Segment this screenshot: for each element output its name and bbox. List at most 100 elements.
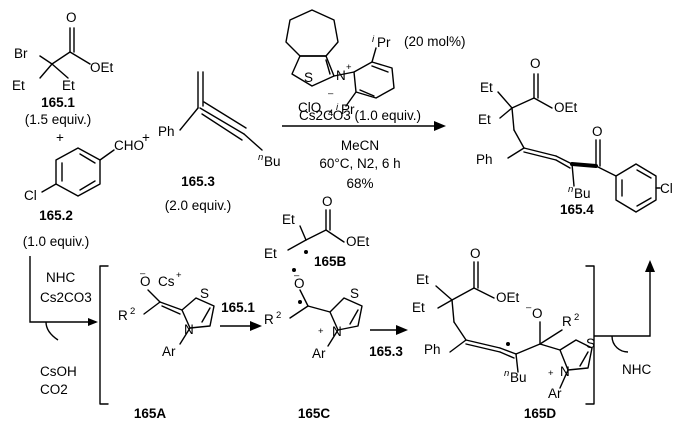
ph-label-D: Ph bbox=[424, 342, 441, 357]
r2-sup-C: 2 bbox=[276, 310, 281, 321]
et-label-D-left: Et bbox=[412, 300, 425, 315]
nhc-released: NHC bbox=[622, 362, 651, 377]
reaction-arrow bbox=[282, 121, 446, 131]
ketone-o-label: O bbox=[592, 124, 603, 139]
ar-label-A: Ar bbox=[162, 344, 176, 359]
s-label-D: S bbox=[586, 336, 595, 351]
equiv-165-2: (1.0 equiv.) bbox=[23, 234, 90, 249]
n-prefix-D: n bbox=[504, 368, 509, 379]
condition-temp: 60°C, N2, 6 h bbox=[319, 156, 400, 171]
cl-label-product: Cl bbox=[660, 181, 673, 196]
intermediate-id-165A: 165A bbox=[134, 406, 167, 421]
reagent-165-3-step: 165.3 bbox=[369, 344, 403, 359]
product-165-4: Et Et O OEt Ph O n Bu Cl 165.4 bbox=[476, 56, 673, 217]
s-label-A: S bbox=[200, 286, 209, 301]
et-label-right: Et bbox=[62, 78, 75, 93]
bracket-right bbox=[585, 265, 595, 405]
equiv-165-1: (1.5 equiv.) bbox=[25, 112, 92, 127]
counterion-minus: – bbox=[328, 88, 334, 99]
oet-label: OEt bbox=[90, 60, 114, 75]
o-label-B: O bbox=[322, 194, 333, 209]
compound-id-165-4: 165.4 bbox=[560, 202, 594, 217]
r2-label-D: R bbox=[562, 314, 572, 329]
enolate-minus: – bbox=[140, 268, 146, 279]
ipr-i-bottom: i bbox=[336, 102, 339, 113]
reactant-165-1: O OEt Br Et Et 165.1 (1.5 equiv.) bbox=[12, 10, 114, 127]
nhc-catalyst: S N + i Pr – ClO 4 i Pr (20 mol%) bbox=[285, 9, 466, 119]
bracket-left bbox=[99, 265, 109, 405]
counterion-label: ClO bbox=[298, 100, 321, 115]
compound-id-165-2: 165.2 bbox=[39, 208, 73, 223]
oet-label-product: OEt bbox=[554, 100, 578, 115]
compound-id-165-1: 165.1 bbox=[41, 95, 75, 110]
plus-sign-1: + bbox=[56, 130, 64, 145]
et-label-B-top: Et bbox=[282, 212, 295, 227]
ar-label-C: Ar bbox=[312, 346, 326, 361]
arrowhead-c-to-d bbox=[396, 325, 408, 335]
r2-label-A: R bbox=[118, 308, 128, 323]
et-label-product-left: Et bbox=[478, 112, 491, 127]
ph-label-165-3: Ph bbox=[158, 124, 175, 139]
oet-label-B: OEt bbox=[346, 234, 370, 249]
n-label-D: N bbox=[560, 364, 570, 379]
reactant-165-2: CHO Cl 165.2 (1.0 equiv.) bbox=[23, 138, 144, 249]
et-label-left: Et bbox=[12, 78, 25, 93]
intermediate-id-165C: 165C bbox=[298, 406, 331, 421]
cs-plus: + bbox=[176, 270, 182, 281]
br-label: Br bbox=[14, 46, 28, 61]
nhc-reagent: NHC bbox=[46, 270, 75, 285]
equiv-165-3: (2.0 equiv.) bbox=[165, 198, 232, 213]
cl-label-reactant: Cl bbox=[24, 188, 37, 203]
condition-base: Cs2CO3 (1.0 equiv.) bbox=[299, 108, 421, 123]
catalyst-n-label: N bbox=[336, 68, 346, 83]
arrowhead-a-to-c bbox=[250, 321, 262, 331]
co2-byproduct: CO2 bbox=[40, 382, 68, 397]
catalyst-s-label: S bbox=[304, 70, 313, 85]
n-plus-D: + bbox=[548, 368, 554, 379]
condition-yield: 68% bbox=[346, 176, 373, 191]
bu-label-product: Bu bbox=[574, 186, 591, 201]
counterion-subscript: 4 bbox=[328, 108, 333, 119]
oet-label-D: OEt bbox=[496, 290, 520, 305]
ipr-i-top: i bbox=[372, 34, 375, 45]
o-label-D: O bbox=[470, 246, 481, 261]
n-plus-C: + bbox=[318, 326, 324, 337]
condition-solvent: MeCN bbox=[341, 138, 379, 153]
intermediate-165A: O – Cs + R 2 S N Ar 165A bbox=[118, 268, 215, 421]
et-label-B-left: Et bbox=[264, 246, 277, 261]
bu-label-165-3: Bu bbox=[264, 154, 281, 169]
csoh-byproduct: CsOH bbox=[40, 364, 77, 379]
n-prefix-product: n bbox=[568, 184, 573, 195]
alkoxide-minus-C: – bbox=[294, 270, 300, 281]
reactant-165-3: Ph n Bu 165.3 (2.0 equiv.) bbox=[158, 71, 281, 213]
enolate-o: O bbox=[140, 274, 151, 289]
catalyst-regeneration: NHC bbox=[594, 260, 655, 377]
n-prefix-165-3: n bbox=[258, 152, 263, 163]
compound-id-165-3: 165.3 bbox=[181, 174, 215, 189]
intermediate-165C: O – R 2 S N + Ar 165C bbox=[264, 268, 363, 421]
r2-sup-D: 2 bbox=[574, 312, 579, 323]
catalyst-n-plus: + bbox=[346, 62, 352, 73]
cs-cation: Cs bbox=[158, 274, 175, 289]
alkoxide-minus-D: – bbox=[526, 302, 532, 313]
cs2co3-reagent: Cs2CO3 bbox=[40, 290, 92, 305]
ipr-label-top: Pr bbox=[377, 35, 391, 50]
ipr-label-bottom: Pr bbox=[341, 102, 355, 117]
reagent-165-1-step: 165.1 bbox=[221, 300, 255, 315]
alkoxide-o-C: O bbox=[294, 276, 305, 291]
intermediate-165D: Et Et O OEt Ph O – R 2 S N + Ar n Bu 165… bbox=[412, 246, 595, 421]
et-label-D-top: Et bbox=[416, 272, 429, 287]
ph-label-product: Ph bbox=[476, 152, 493, 167]
intermediate-165B: Et Et O OEt 165B bbox=[264, 194, 370, 269]
ar-label-D: Ar bbox=[548, 386, 562, 401]
catalyst-loading: (20 mol%) bbox=[404, 34, 466, 49]
r2-sup-A: 2 bbox=[130, 306, 135, 317]
bu-label-D: Bu bbox=[510, 370, 527, 385]
intermediate-id-165B: 165B bbox=[314, 254, 347, 269]
nhc-activation: NHC Cs2CO3 CsOH CO2 bbox=[29, 256, 98, 397]
carbonyl-o-label: O bbox=[66, 10, 77, 25]
alkoxide-o-D: O bbox=[532, 306, 543, 321]
et-label-product-top: Et bbox=[480, 80, 493, 95]
